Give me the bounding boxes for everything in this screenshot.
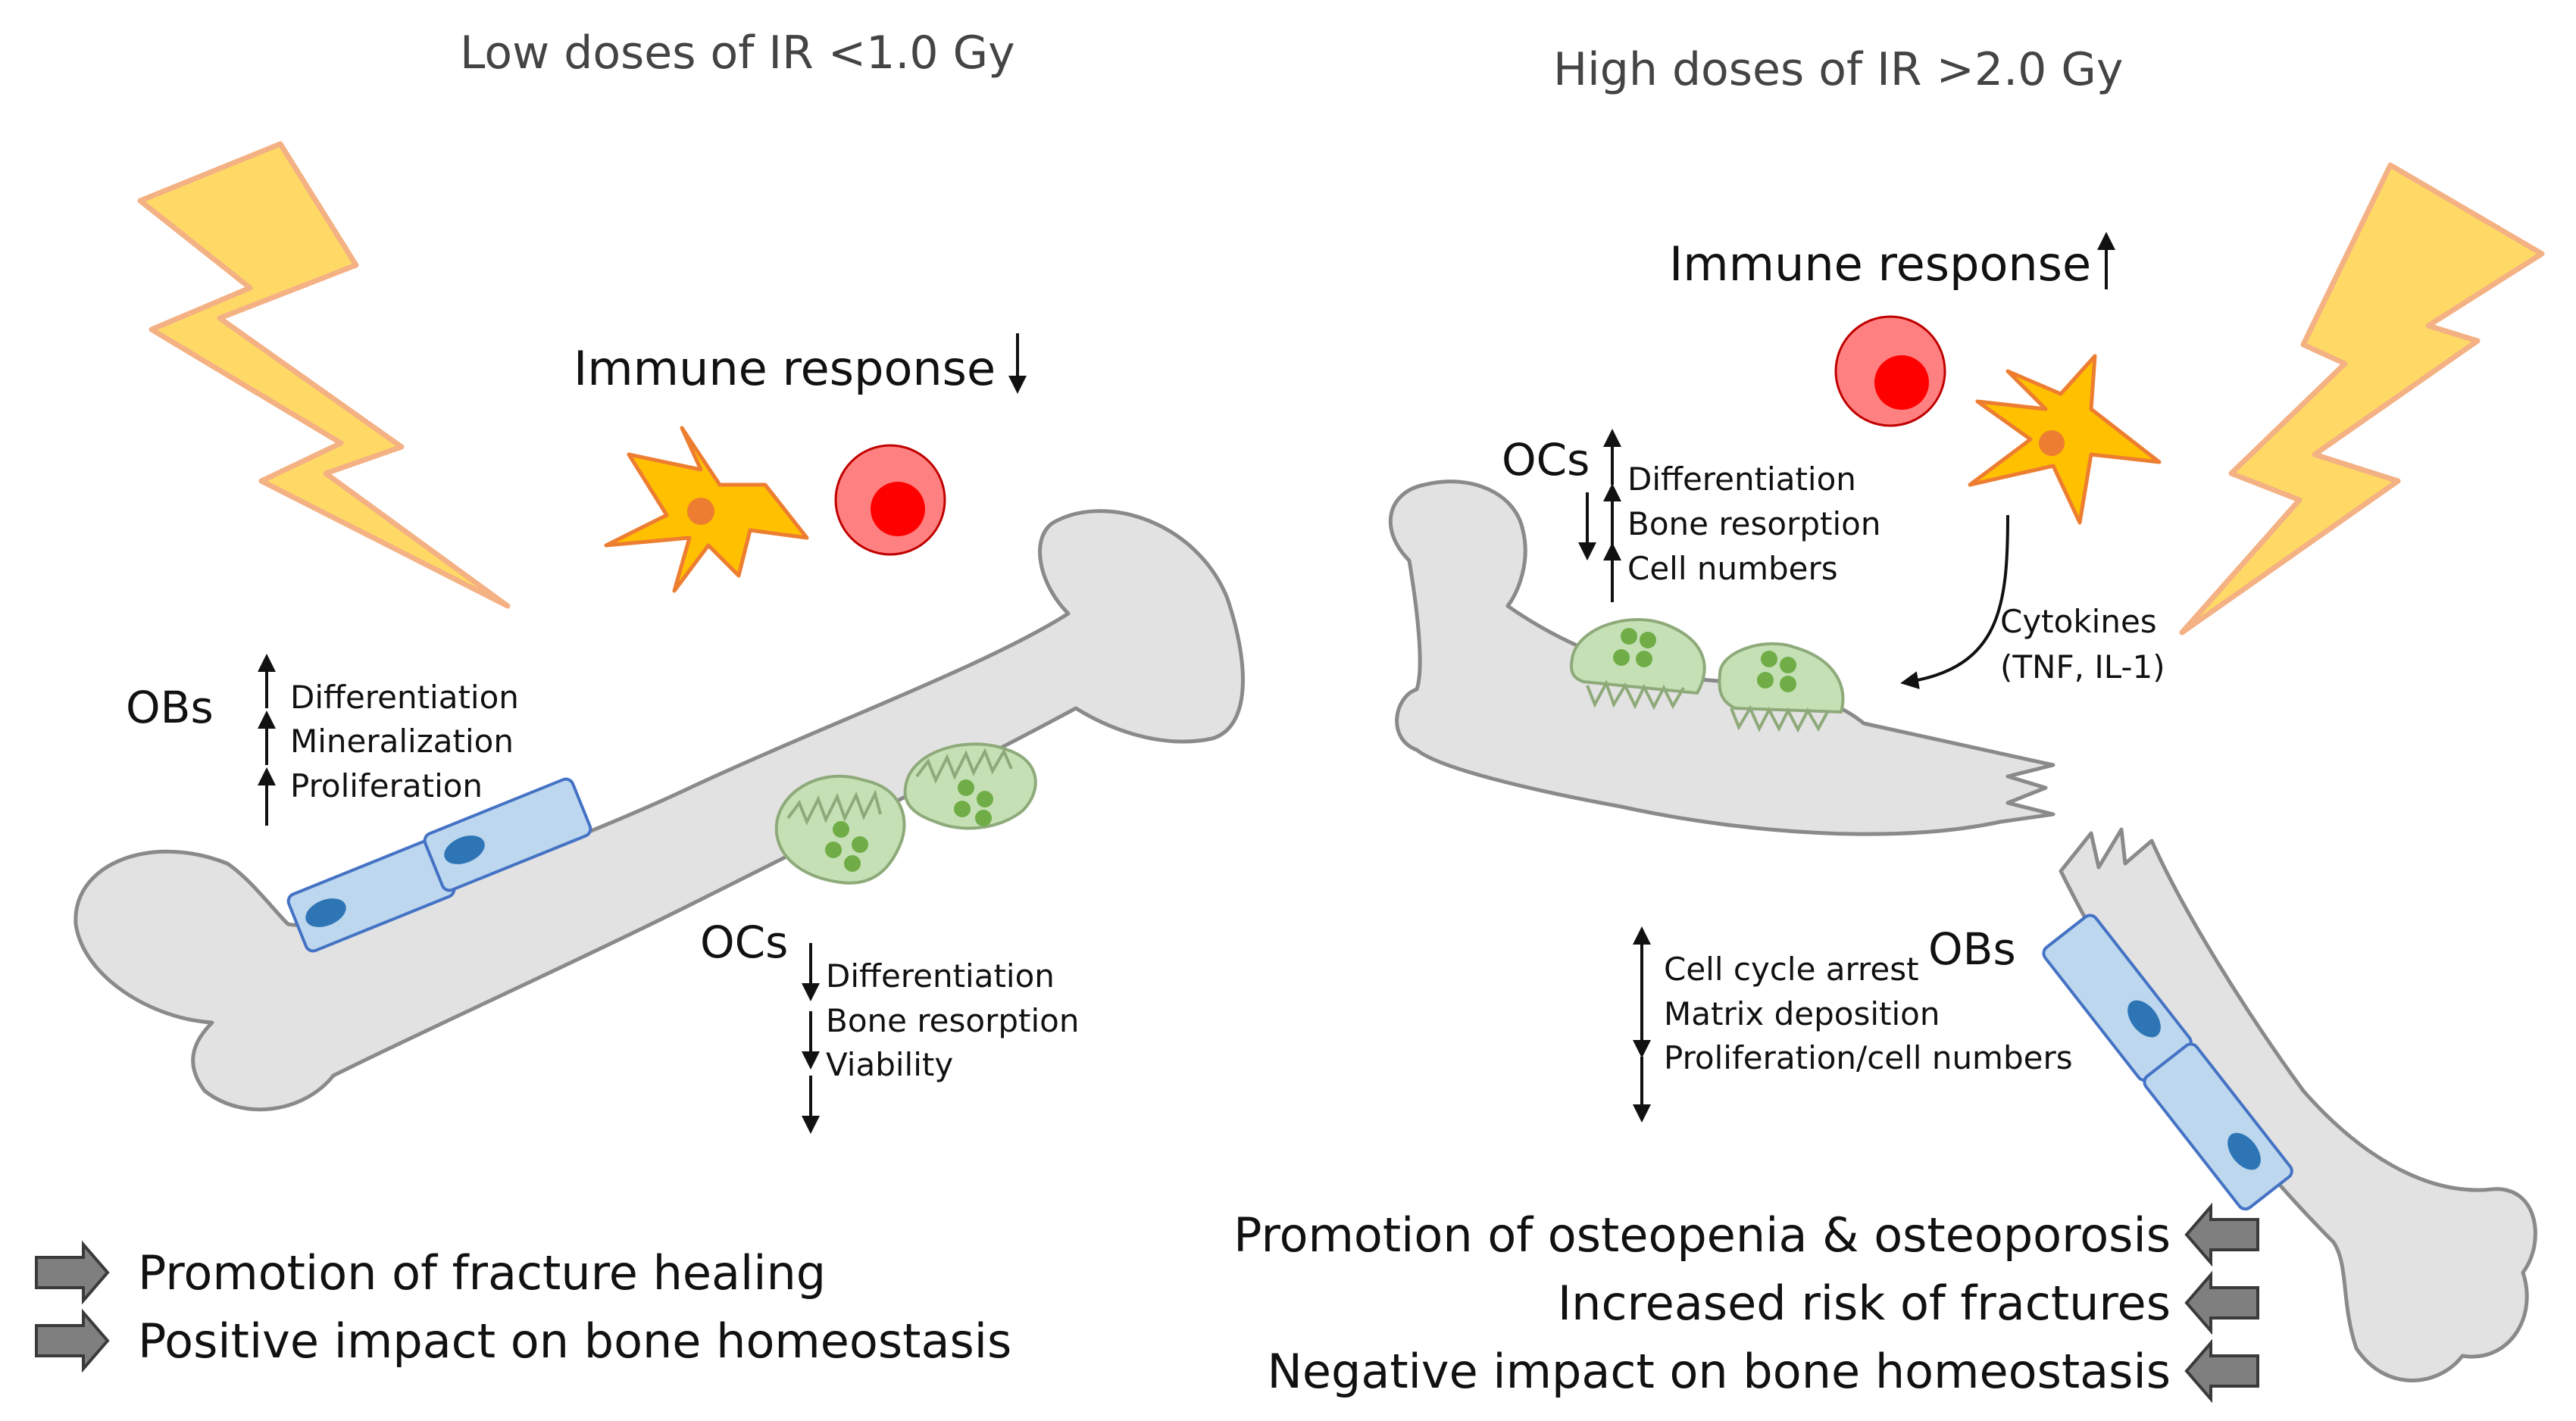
left-ob-effect-3: Proliferation <box>290 767 483 804</box>
right-oc-effect-3: Cell numbers <box>1627 550 1838 587</box>
bone-right-upper <box>1388 479 2055 836</box>
right-oc-effect-1: Differentiation <box>1627 461 1856 498</box>
osteoclast-right-1 <box>1569 617 1706 710</box>
osteoclast-right-2 <box>1718 642 1845 733</box>
outcome-arrow-right-3 <box>2184 1338 2259 1404</box>
right-ob-effect-2: Matrix deposition <box>1664 995 1940 1032</box>
right-heading: High doses of IR >2.0 Gy <box>1553 43 2124 96</box>
red-blood-cell-right <box>1834 315 1946 427</box>
outcome-arrow-right-2 <box>2184 1270 2259 1335</box>
outcome-arrow-left-1 <box>35 1240 110 1305</box>
left-oc-effect-2: Bone resorption <box>826 1002 1080 1039</box>
outcome-arrow-right-1 <box>2184 1202 2259 1267</box>
right-immune-response-label: Immune response <box>1669 236 2092 292</box>
right-oc-effect-2: Bone resorption <box>1627 505 1881 542</box>
left-obs-label: OBs <box>126 682 214 733</box>
left-immune-response-label: Immune response <box>574 341 996 396</box>
right-obs-label: OBs <box>1928 923 2016 975</box>
dendritic-cell-left <box>604 426 809 593</box>
cytokines-arrow <box>1900 514 2009 689</box>
osteoblast-left-2 <box>423 777 592 892</box>
left-ob-effect-1: Differentiation <box>290 679 519 716</box>
osteoclast-left-1 <box>774 774 906 885</box>
right-outcome-1: Promotion of osteopenia & osteoporosis <box>1233 1207 2171 1263</box>
bone-left <box>73 509 1245 1112</box>
right-ocs-label: OCs <box>1502 434 1590 486</box>
right-ob-effect-3: Proliferation/cell numbers <box>1664 1039 2073 1076</box>
left-heading: Low doses of IR <1.0 Gy <box>460 27 1015 80</box>
left-ocs-label: OCs <box>700 917 789 968</box>
right-outcome-2: Increased risk of fractures <box>1557 1276 2171 1331</box>
osteoclast-left-2 <box>903 742 1037 830</box>
right-ob-effect-1: Cell cycle arrest <box>1664 951 1919 988</box>
cytokines-list: (TNF, IL-1) <box>2000 648 2165 686</box>
red-blood-cell-left <box>834 444 946 556</box>
osteoblast-right-2 <box>2143 1042 2293 1211</box>
dendritic-cell-right <box>1968 354 2162 525</box>
lightning-bolt-left <box>137 141 511 609</box>
outcome-arrow-left-2 <box>35 1308 110 1373</box>
osteoblast-right-1 <box>2042 914 2193 1082</box>
lightning-bolt-right <box>2179 162 2545 636</box>
left-outcome-1: Promotion of fracture healing <box>138 1245 827 1301</box>
left-outcome-2: Positive impact on bone homeostasis <box>138 1313 1012 1369</box>
cytokines-label: Cytokines <box>2000 603 2157 640</box>
left-oc-effect-3: Viability <box>826 1046 954 1083</box>
left-oc-effect-1: Differentiation <box>826 957 1055 995</box>
left-ob-effect-2: Mineralization <box>290 723 514 760</box>
right-outcome-3: Negative impact on bone homeostasis <box>1267 1344 2171 1399</box>
